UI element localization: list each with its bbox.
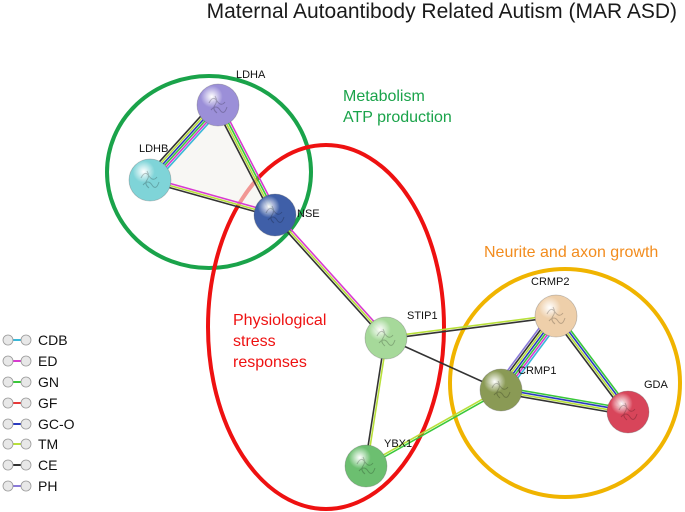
node-sphere [479,368,523,412]
node-sphere [534,294,578,338]
node-sphere [253,193,297,237]
legend-item-ph: PH [2,476,75,497]
node-nse[interactable] [253,193,297,237]
edge-strand-tm [274,214,387,339]
legend-item-gf: GF [2,392,75,413]
legend-swatch-icon [2,355,32,367]
edge-crmp1-gda [500,386,629,416]
legend-swatch-icon [2,418,32,429]
legend-label: CDB [38,332,68,349]
node-sphere [344,444,388,488]
node-sphere [128,158,172,202]
edge-strand-tm [365,388,501,466]
node-sphere [196,83,240,127]
legend-swatch-icon [2,438,32,450]
edge-strand-ce [272,215,386,340]
group-label-line: Metabolism [343,88,425,105]
group-circle-neurite [448,267,682,499]
page-title: Maternal Autoantibody Related Autism (MA… [206,0,677,23]
group-label-neurite: Neurite and axon growth [484,242,658,263]
legend-swatch-icon [2,334,32,346]
group-label-line: Neurite and axon growth [484,244,659,261]
node-crmp2[interactable] [534,294,578,338]
group-circle-stress [206,143,446,511]
legend-item-cdb: CDB [2,330,75,351]
triangle-fill [150,105,275,215]
edge-strand-tm [366,338,388,467]
legend-label: GC-O [38,415,75,432]
edge-strand-ce [386,316,557,340]
legend-item-ce: CE [2,455,75,476]
protein-structure-icon [376,328,396,347]
node-label-ldha: LDHA [236,69,266,81]
edge-nse-stip1 [272,213,389,340]
edge-strand-ed [275,213,389,338]
node-crmp1[interactable] [479,368,523,412]
node-label-crmp1: CRMP1 [518,365,557,377]
edge-strand-gc-o [501,388,629,412]
edge-strand-tm [385,314,556,338]
edge-crmp1-ybx1 [365,388,502,468]
node-gda[interactable] [606,390,650,434]
group-label-line: responses [233,354,307,371]
edge-strand-ce [385,337,502,391]
edge-strand-gn [501,386,629,410]
legend-item-gn: GN [2,372,75,393]
protein-structure-icon [265,205,285,224]
protein-structure-icon [356,456,376,475]
legend-label: CE [38,457,58,474]
group-label-line: ATP production [343,109,452,126]
node-ldhb[interactable] [128,158,172,202]
legend-label: GN [38,373,59,390]
legend-item-ed: ED [2,351,75,372]
legend-label: TM [38,436,59,453]
edge-strand-tm [149,179,276,216]
protein-structure-icon [208,95,228,114]
node-label-ldhb: LDHB [139,143,169,155]
group-label-stress: Physiological stress responses [233,310,326,373]
node-label-ybx1: YBX1 [384,438,413,450]
node-label-gda: GDA [644,379,668,391]
legend-swatch-icon [2,376,32,388]
node-stip1[interactable] [364,316,408,360]
protein-structure-icon [546,306,566,325]
node-label-stip1: STIP1 [407,310,438,322]
protein-structure-icon [618,402,638,421]
edge-strand-ce [500,392,628,416]
edge-strand-gn [366,390,502,468]
group-label-line: stress [233,333,276,350]
edge-stip1-crmp2 [385,314,557,340]
protein-structure-icon [491,380,511,399]
protein-structure-icon [140,170,160,189]
node-sphere [606,390,650,434]
group-circle-metabolism [105,74,313,270]
edge-strand-ed [150,177,276,214]
legend-label: GF [38,394,58,411]
edge-stip1-ybx1 [364,337,388,467]
legend-label: PH [38,477,58,494]
legend-item-tm: TM [2,434,75,455]
edge-strand-tm [500,390,628,414]
edge-ldhb-nse [149,177,276,218]
legend-swatch-icon [2,459,32,471]
node-ldha[interactable] [196,83,240,127]
edge-stip1-crmp1 [385,337,502,391]
node-label-nse: NSE [297,208,320,220]
edge-strand-ce [149,181,275,218]
edge-strand-ce [364,337,386,466]
legend-swatch-icon [2,480,32,492]
group-label-line: Physiological [233,312,327,329]
legend-item-gc-o: GC-O [2,413,75,434]
legend: CDB ED GN GF GC-O TM CE PH [2,330,75,496]
node-label-crmp2: CRMP2 [531,276,570,288]
node-ybx1[interactable] [344,444,388,488]
legend-label: ED [38,353,58,370]
group-label-metabolism: Metabolism ATP production [343,86,452,128]
node-sphere [364,316,408,360]
legend-swatch-icon [2,397,32,409]
